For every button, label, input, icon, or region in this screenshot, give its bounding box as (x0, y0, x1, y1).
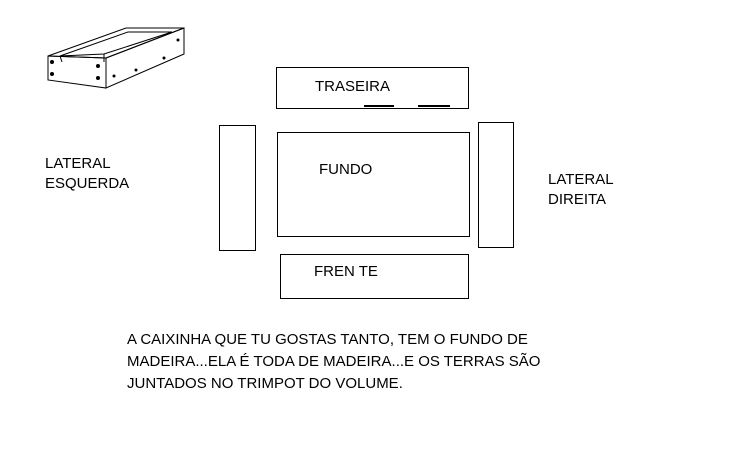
caption: A CAIXINHA QUE TU GOSTAS TANTO, TEM O FU… (127, 329, 540, 395)
left-side-label-line2: ESQUERDA (45, 175, 130, 192)
right-side-label: LATERAL DIREITA (548, 170, 614, 210)
left-side-label-line1: LATERAL (45, 155, 111, 172)
left-side-label: LATERAL ESQUERDA (45, 154, 129, 194)
left-side-panel (219, 125, 256, 251)
wooden-box-icon (47, 27, 185, 89)
bottom-panel: FUNDO (277, 132, 470, 237)
back-panel-notch (418, 105, 450, 107)
right-side-label-line2: DIREITA (548, 191, 607, 208)
back-panel-label: TRASEIRA (315, 78, 391, 95)
bottom-panel-label: FUNDO (319, 161, 373, 178)
front-panel-label: FREN TE (314, 263, 378, 280)
back-panel: TRASEIRA (276, 67, 469, 109)
right-side-label-line1: LATERAL (548, 171, 614, 188)
front-panel: FREN TE (280, 254, 469, 299)
back-panel-notch (364, 105, 394, 107)
caption-line: JUNTADOS NO TRIMPOT DO VOLUME. (127, 375, 403, 392)
caption-line: MADEIRA...ELA É TODA DE MADEIRA...E OS T… (127, 353, 541, 370)
right-side-panel (478, 122, 514, 248)
caption-line: A CAIXINHA QUE TU GOSTAS TANTO, TEM O FU… (127, 331, 528, 348)
